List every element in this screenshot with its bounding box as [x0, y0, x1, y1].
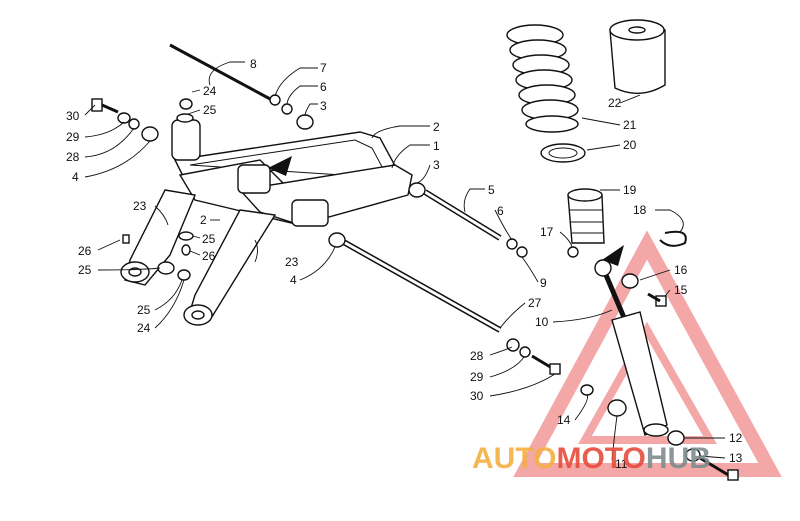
- coil-spring: [506, 24, 579, 133]
- label-3: 3: [433, 158, 440, 172]
- label-15: 15: [674, 283, 688, 297]
- label-3: 3: [320, 99, 327, 113]
- label-26: 26: [78, 244, 92, 258]
- watermark-auto: AUTO: [472, 442, 556, 475]
- label-25: 25: [203, 103, 217, 117]
- label-22: 22: [608, 96, 622, 110]
- label-6: 6: [497, 204, 504, 218]
- watermark-text: AUTOMOTOHUB: [472, 442, 711, 475]
- label-1: 1: [433, 139, 440, 153]
- label-25: 25: [202, 232, 216, 246]
- label-6: 6: [320, 80, 327, 94]
- watermark-hub: HUB: [646, 442, 711, 475]
- label-2: 2: [433, 120, 440, 134]
- label-7: 7: [320, 61, 327, 75]
- hardware: [91, 94, 579, 375]
- label-26: 26: [202, 249, 216, 263]
- label-2: 2: [200, 213, 207, 227]
- label-4: 4: [72, 170, 79, 184]
- shafts: [169, 43, 502, 333]
- label-29: 29: [66, 130, 80, 144]
- label-12: 12: [729, 431, 743, 445]
- label-4: 4: [290, 273, 297, 287]
- label-9: 9: [540, 276, 547, 290]
- svg-text:AUTOMOTOHUB: AUTOMOTOHUB: [472, 442, 711, 475]
- label-14: 14: [557, 413, 571, 427]
- label-23: 23: [133, 199, 147, 213]
- label-30: 30: [470, 389, 484, 403]
- watermark-inner-triangle: [578, 321, 717, 444]
- label-29: 29: [470, 370, 484, 384]
- watermark-logo: [513, 230, 782, 477]
- label-17: 17: [540, 225, 554, 239]
- watermark-triangle: [513, 230, 782, 477]
- label-11: 11: [615, 457, 628, 471]
- shock-absorber-assembly: [506, 19, 739, 481]
- label-13: 13: [729, 451, 743, 465]
- label-10: 10: [535, 315, 549, 329]
- label-8: 8: [250, 57, 257, 71]
- label-21: 21: [623, 118, 637, 132]
- leader-lines: [84, 61, 726, 461]
- label-27: 27: [528, 296, 542, 310]
- part-labels: 8 7 6 3 24 25 30 29 28 4 2 1 3 5 6 9 23 …: [66, 57, 743, 471]
- label-19: 19: [623, 183, 637, 197]
- label-25: 25: [78, 263, 92, 277]
- label-24: 24: [203, 84, 217, 98]
- label-23: 23: [285, 255, 299, 269]
- label-5: 5: [488, 183, 495, 197]
- label-28: 28: [470, 349, 484, 363]
- watermark-moto: MOTO: [556, 442, 645, 475]
- label-20: 20: [623, 138, 637, 152]
- label-18: 18: [633, 203, 647, 217]
- label-24: 24: [137, 321, 151, 335]
- label-30: 30: [66, 109, 80, 123]
- swing-arm-assembly: [120, 119, 413, 326]
- label-16: 16: [674, 263, 688, 277]
- label-25: 25: [137, 303, 151, 317]
- label-28: 28: [66, 150, 80, 164]
